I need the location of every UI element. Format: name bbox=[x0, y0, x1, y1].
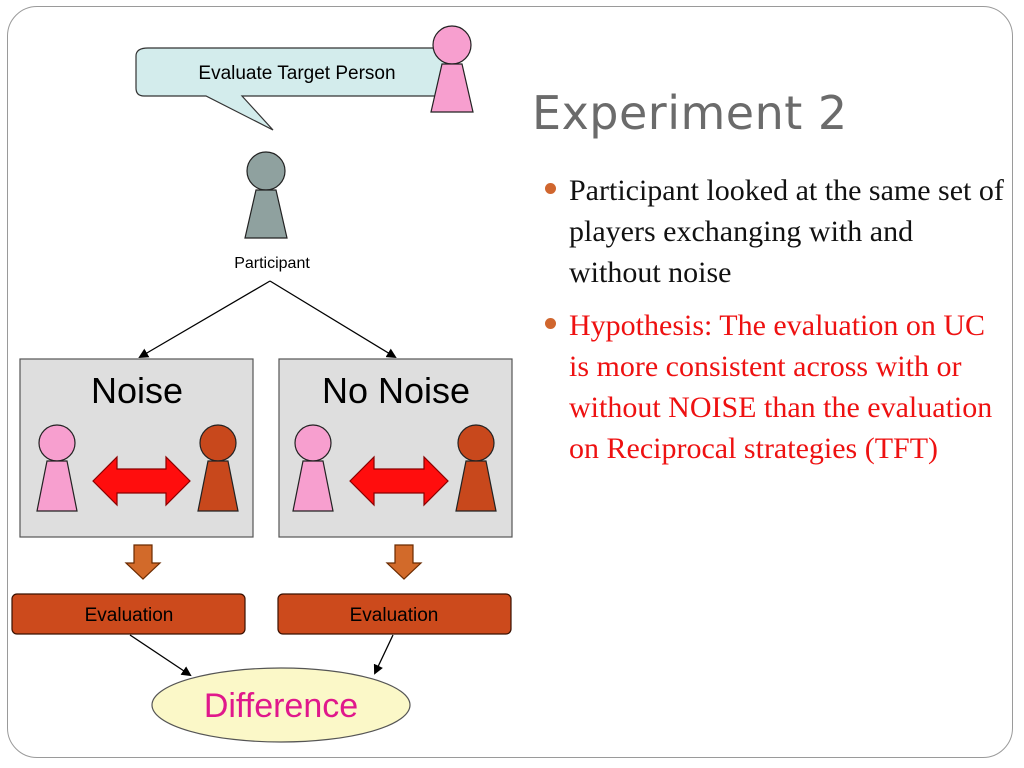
slide-title: Experiment 2 bbox=[532, 86, 848, 140]
target-person-icon bbox=[430, 25, 474, 113]
pink-player-icon bbox=[36, 424, 78, 512]
no-noise-box-label: No Noise bbox=[322, 370, 470, 411]
converge-arrow-left bbox=[129, 634, 192, 677]
participant-icon bbox=[244, 151, 288, 239]
difference-ellipse: Difference bbox=[151, 667, 411, 743]
evaluation-box-right: Evaluation bbox=[277, 593, 512, 635]
exchange-arrow-icon bbox=[92, 455, 191, 507]
participant-label: Participant bbox=[234, 255, 310, 272]
orange-player-icon bbox=[455, 424, 497, 512]
branch-arrow-right bbox=[269, 280, 397, 359]
bullet-dot-icon bbox=[545, 183, 556, 194]
evaluation-label-left: Evaluation bbox=[85, 605, 174, 626]
pink-player-icon bbox=[292, 424, 334, 512]
noise-box: Noise bbox=[19, 358, 254, 538]
bullet-text: Participant looked at the same set of pl… bbox=[569, 174, 1004, 289]
converge-arrow-right bbox=[373, 634, 394, 675]
down-arrow-icon bbox=[385, 544, 423, 580]
bullet-item: Hypothesis: The evaluation on UC is more… bbox=[545, 305, 1010, 469]
no-noise-box: No Noise bbox=[278, 358, 513, 538]
evaluation-label-right: Evaluation bbox=[350, 605, 439, 626]
speech-bubble: Evaluate Target Person bbox=[135, 47, 447, 131]
down-arrow-icon bbox=[124, 544, 162, 580]
exchange-arrow-icon bbox=[349, 455, 449, 507]
noise-box-label: Noise bbox=[91, 370, 183, 411]
evaluation-box-left: Evaluation bbox=[11, 593, 246, 635]
difference-label: Difference bbox=[204, 687, 358, 725]
orange-player-icon bbox=[197, 424, 239, 512]
bullet-item: Participant looked at the same set of pl… bbox=[545, 170, 1010, 293]
bullet-dot-icon bbox=[545, 318, 556, 329]
bullet-list: Participant looked at the same set of pl… bbox=[545, 170, 1010, 481]
bullet-text: Hypothesis: The evaluation on UC is more… bbox=[569, 309, 993, 465]
speech-bubble-text: Evaluate Target Person bbox=[198, 63, 395, 84]
branch-arrow-left bbox=[138, 280, 271, 359]
